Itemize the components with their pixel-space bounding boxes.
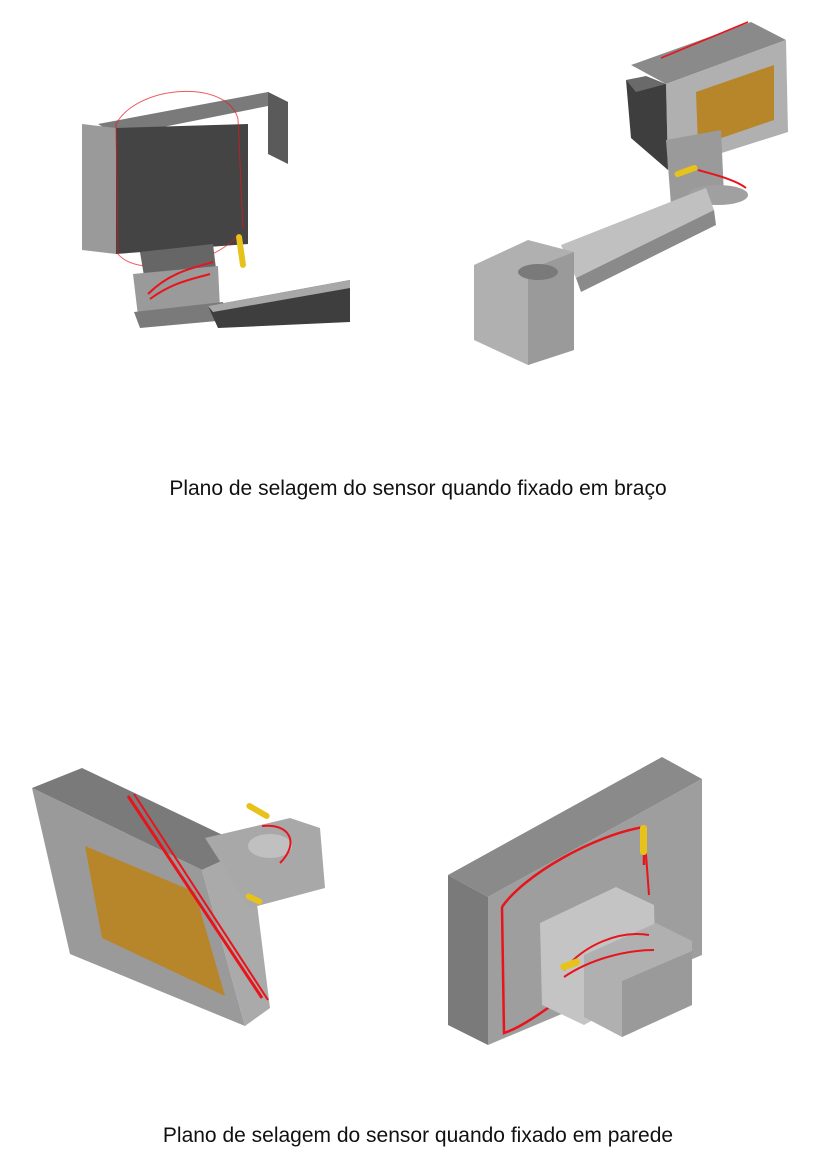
caption-wall-mount: Plano de selagem do sensor quando fixado… (162, 1124, 674, 1147)
sensor-wall-rear-illustration (444, 755, 706, 1050)
sensor-arm-closeup-illustration (78, 84, 353, 329)
caption-arm-mount: Plano de selagem do sensor quando fixado… (169, 477, 667, 500)
sensor-wall-side-illustration (30, 768, 330, 1038)
sensor-arm-full-illustration (466, 20, 801, 375)
